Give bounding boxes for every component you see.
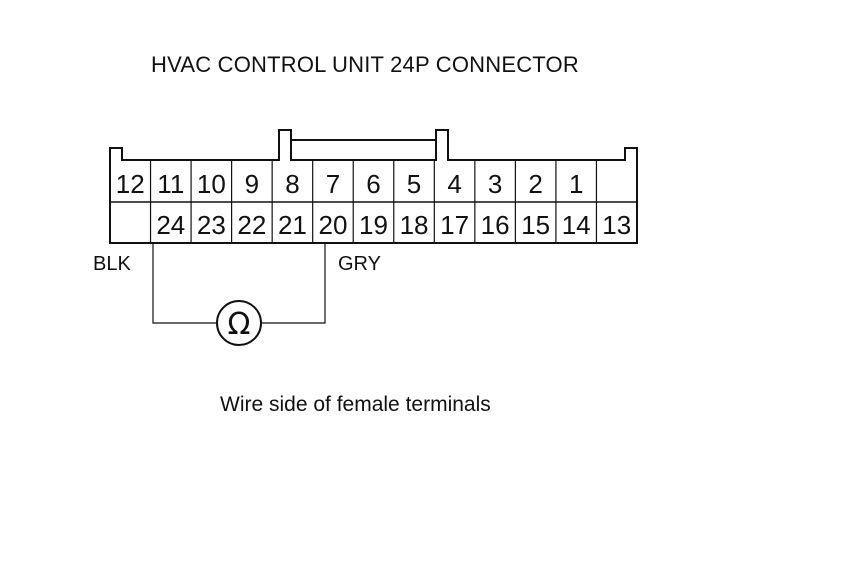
terminal-13: 13 [602,210,631,240]
terminal-10: 10 [197,169,226,199]
terminal-17: 17 [440,210,469,240]
terminal-14: 14 [562,210,591,240]
terminal-3: 3 [488,169,502,199]
terminal-22: 22 [237,210,266,240]
blk-wire [152,243,217,324]
terminal-16: 16 [481,210,510,240]
terminal-1: 1 [569,169,583,199]
terminal-7: 7 [326,169,340,199]
terminal-19: 19 [359,210,388,240]
gry-wire-label: GRY [338,253,381,275]
terminal-21: 21 [278,210,307,240]
terminal-9: 9 [245,169,259,199]
terminal-15: 15 [521,210,550,240]
terminal-11: 11 [157,169,184,199]
ohm-symbol: Ω [228,307,251,342]
terminal-12: 12 [116,169,145,199]
blk-wire-label: BLK [93,253,131,275]
terminal-24: 24 [156,210,185,240]
ohmmeter-icon: Ω [216,300,262,346]
diagram-title: HVAC CONTROL UNIT 24P CONNECTOR [151,52,579,77]
terminal-20: 20 [319,210,348,240]
terminal-6: 6 [366,169,380,199]
terminal-2: 2 [528,169,542,199]
terminal-18: 18 [400,210,429,240]
terminal-4: 4 [447,169,461,199]
connector-housing [109,129,638,244]
diagram-caption: Wire side of female terminals [220,393,491,416]
terminal-23: 23 [197,210,226,240]
terminal-5: 5 [407,169,421,199]
terminal-8: 8 [285,169,299,199]
gry-wire [261,243,326,324]
